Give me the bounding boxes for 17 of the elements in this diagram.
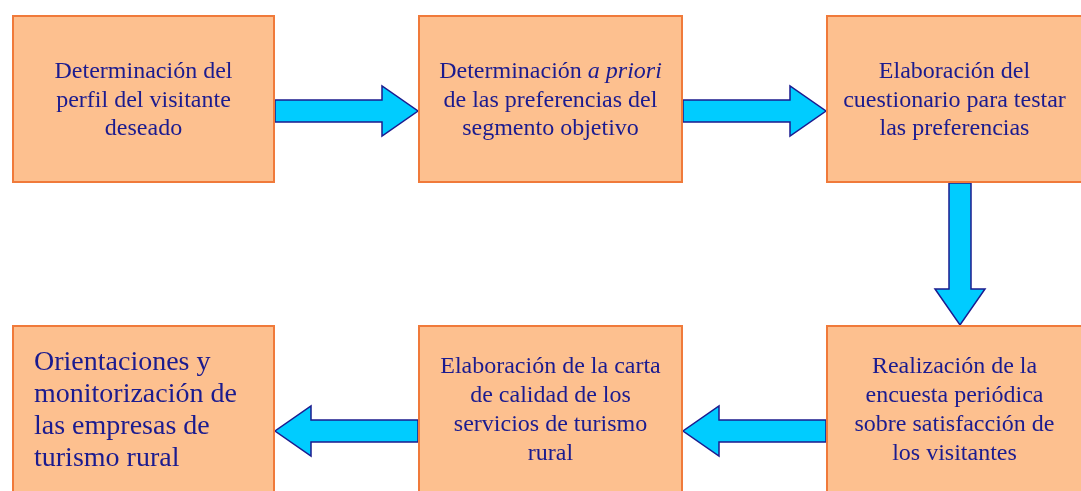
block-arrow — [681, 404, 827, 458]
process-box — [12, 325, 275, 491]
box-text: Elaboración de la carta de calidad de los servicios de turismo rural — [439, 351, 662, 467]
process-box — [418, 325, 683, 491]
block-arrow — [274, 84, 420, 138]
process-box — [826, 15, 1081, 183]
box-text: Determinación del perfil del visitante deseado — [53, 55, 234, 143]
box-text: Elaboración del cuestionario para testar las preferencias — [842, 55, 1067, 143]
box-text: Realización de la encuesta periódica sobre satisfacción de los visitantes — [853, 351, 1056, 467]
box-text: Orientaciones y monitorización de las empresas de turismo rural — [34, 344, 238, 474]
block-arrow — [682, 84, 828, 138]
block-arrow — [273, 404, 419, 458]
process-box — [826, 325, 1081, 491]
box-text: Determinación a priori de las preferencias del segmento objetivo — [438, 55, 663, 143]
block-arrow — [933, 182, 987, 327]
process-box — [12, 15, 275, 183]
process-box — [418, 15, 683, 183]
